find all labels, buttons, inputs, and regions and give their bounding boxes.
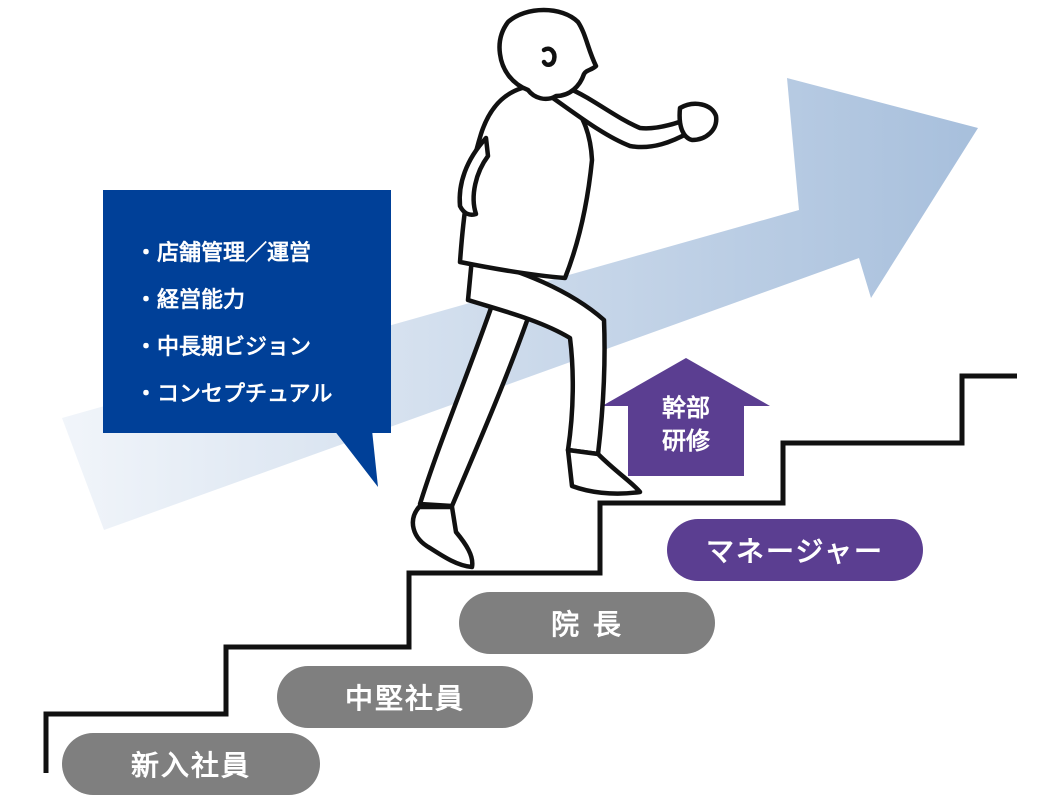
executive-training-label: 幹部 研修 [640, 392, 732, 458]
ear [541, 46, 557, 67]
skills-list: ・店舗管理／運営 ・経営能力 ・中長期ビジョン ・コンセプチュアル [103, 190, 391, 418]
step-mid-level-label: 中堅社員 [344, 682, 465, 715]
step-new-employee: 新入社員 [62, 733, 320, 795]
skill-item: ・店舗管理／運営 [135, 241, 312, 266]
executive-training-line2: 研修 [662, 427, 710, 455]
skills-callout: ・店舗管理／運営 ・経営能力 ・中長期ビジョン ・コンセプチュアル [103, 190, 391, 433]
step-manager-label: マネージャー [705, 535, 885, 568]
executive-training-line1: 幹部 [662, 394, 710, 422]
step-mid-level: 中堅社員 [277, 666, 533, 728]
step-director: 院 長 [459, 592, 715, 654]
skill-item: ・経営能力 [135, 288, 246, 313]
back-arm [457, 135, 491, 217]
executive-training-arrow [602, 358, 770, 476]
climbing-person [410, 7, 719, 570]
step-manager: マネージャー [667, 519, 923, 581]
head [497, 7, 599, 102]
skill-item: ・コンセプチュアル [135, 382, 333, 407]
back-shoe [410, 504, 475, 570]
fist [677, 101, 719, 143]
skill-item: ・中長期ビジョン [135, 335, 312, 360]
callout-tail [334, 430, 378, 487]
step-new-employee-label: 新入社員 [130, 749, 251, 782]
step-director-label: 院 長 [551, 608, 623, 641]
front-shoe [565, 447, 643, 496]
torso [457, 85, 595, 281]
staircase-line [43, 373, 1017, 773]
